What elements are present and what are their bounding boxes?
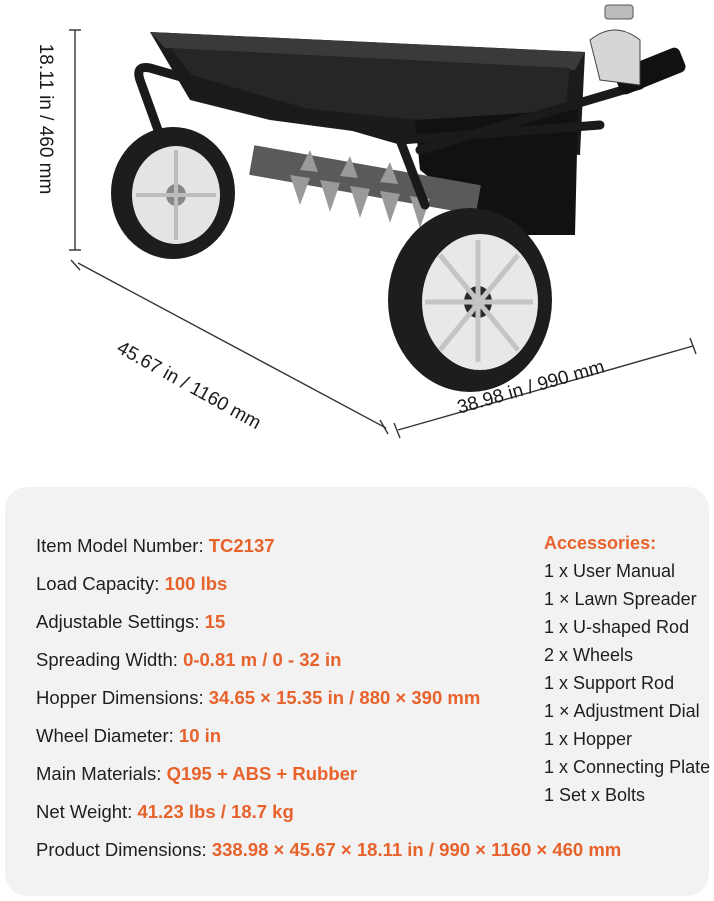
rear-wheel	[111, 127, 235, 259]
spec-list: Item Model Number: TC2137 Load Capacity:…	[36, 527, 621, 869]
accessory-item: 1 x Connecting Plate	[544, 757, 711, 777]
spec-product-dimensions: Product Dimensions: 338.98 × 45.67 × 18.…	[36, 839, 622, 860]
width-dimension-line	[397, 345, 694, 431]
product-illustration: 18.11 in / 460 mm 45.67 in / 1160 mm 38.…	[35, 4, 697, 439]
accessory-item: 1 Set x Bolts	[544, 785, 646, 805]
spec-adjustable-settings: Adjustable Settings: 15	[36, 611, 226, 632]
height-dimension-label: 18.11 in / 460 mm	[35, 43, 56, 195]
length-dimension-line	[77, 262, 387, 429]
front-wheel	[388, 208, 552, 392]
adjustment-dial	[589, 4, 641, 86]
specifications-card: Item Model Number: TC2137 Load Capacity:…	[5, 487, 710, 896]
frame	[134, 63, 645, 210]
spec-hopper-dimensions: Hopper Dimensions: 34.65 × 15.35 in / 88…	[36, 687, 481, 708]
spec-net-weight: Net Weight: 41.23 lbs / 18.7 kg	[36, 801, 294, 822]
accessories-title: Accessories:	[544, 533, 657, 553]
accessory-item: 1 x Support Rod	[544, 673, 675, 693]
spec-main-materials: Main Materials: Q195 + ABS + Rubber	[36, 763, 358, 784]
spreader-drawing	[69, 4, 697, 439]
accessories-list: Accessories: 1 x User Manual 1 × Lawn Sp…	[544, 529, 710, 809]
spec-spreading-width: Spreading Width: 0-0.81 m / 0 - 32 in	[36, 649, 342, 670]
dimension-lines	[69, 29, 697, 439]
accessory-item: 2 x Wheels	[544, 645, 634, 665]
accessory-item: 1 × Lawn Spreader	[544, 589, 697, 609]
accessory-item: 1 × Adjustment Dial	[544, 701, 700, 721]
spec-wheel-diameter: Wheel Diameter: 10 in	[36, 725, 222, 746]
accessory-item: 1 x U-shaped Rod	[544, 617, 690, 637]
spec-load-capacity: Load Capacity: 100 lbs	[36, 573, 228, 594]
spec-model: Item Model Number: TC2137	[36, 535, 275, 556]
accessory-item: 1 x User Manual	[544, 561, 676, 581]
accessory-item: 1 x Hopper	[544, 729, 633, 749]
